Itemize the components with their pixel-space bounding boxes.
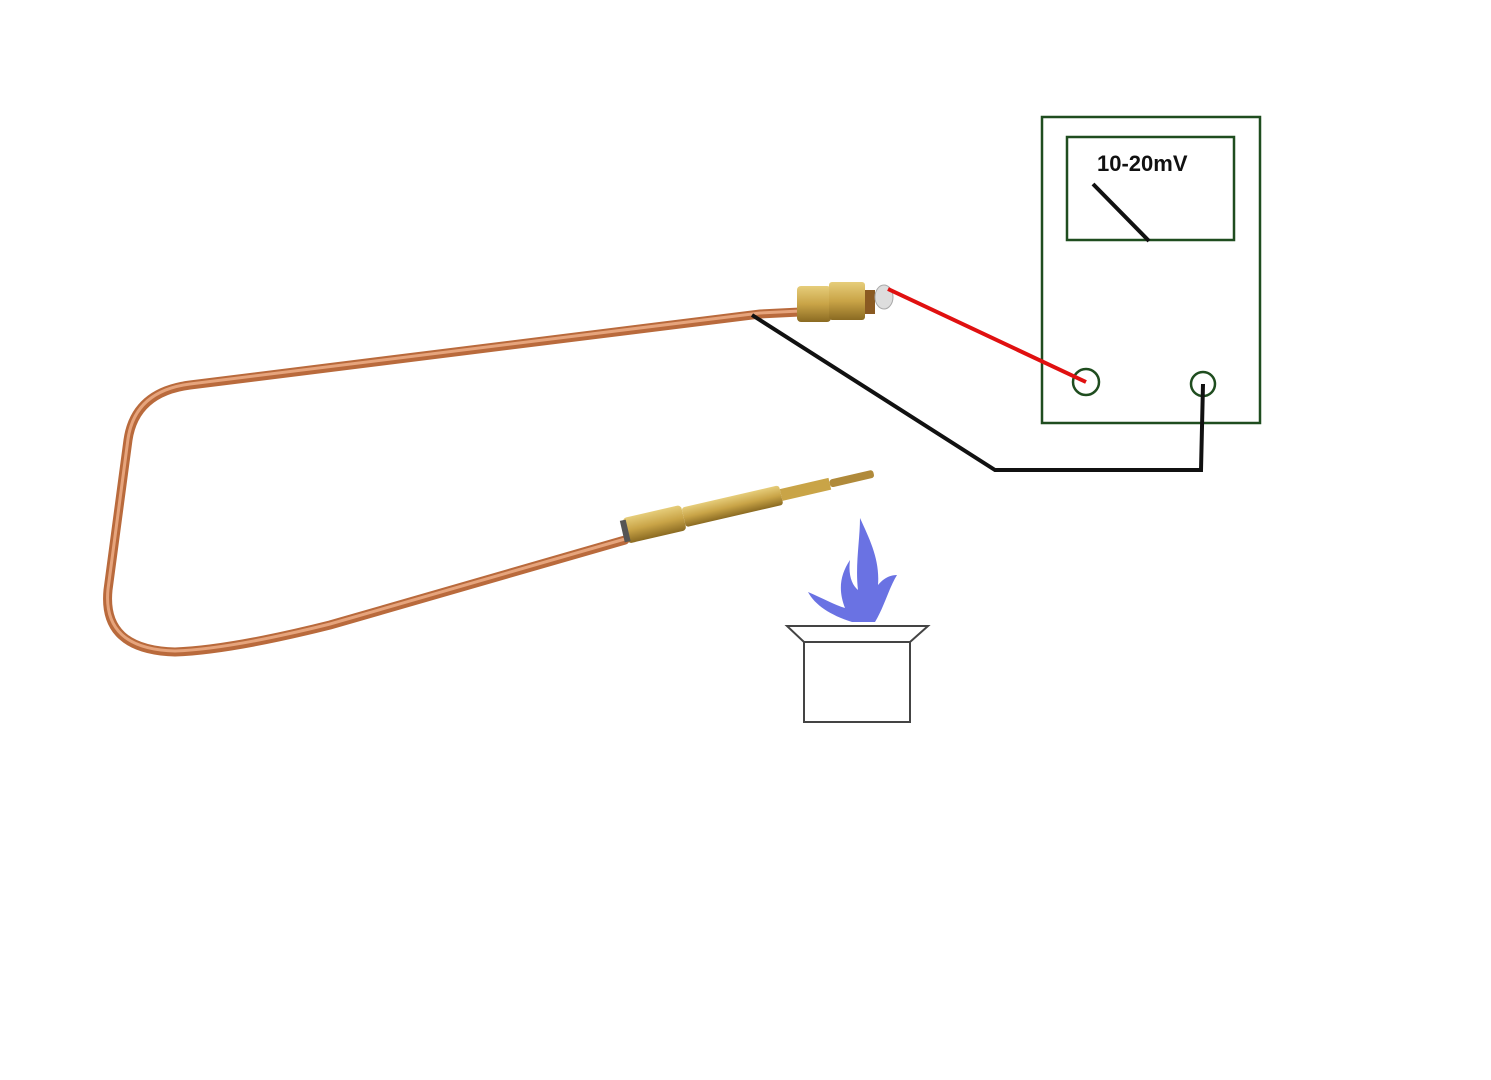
- burner-body: [803, 641, 911, 723]
- burner: [784, 518, 931, 723]
- red-test-lead: [887, 287, 1087, 384]
- black-test-lead: [750, 313, 1205, 472]
- thermocouple: [103, 282, 894, 657]
- probe-sleeve: [619, 470, 874, 543]
- meter-needle: [1091, 182, 1151, 243]
- flame-icon: [808, 518, 897, 622]
- meter-display: [1065, 135, 1236, 242]
- millivolt-meter: 10-20mV: [1040, 115, 1262, 425]
- burner-rim: [784, 625, 931, 643]
- connector-nut: [797, 282, 894, 322]
- copper-tube: [103, 307, 805, 657]
- positive-terminal: [1071, 367, 1101, 397]
- meter-reading-label: 10-20mV: [1097, 151, 1188, 176]
